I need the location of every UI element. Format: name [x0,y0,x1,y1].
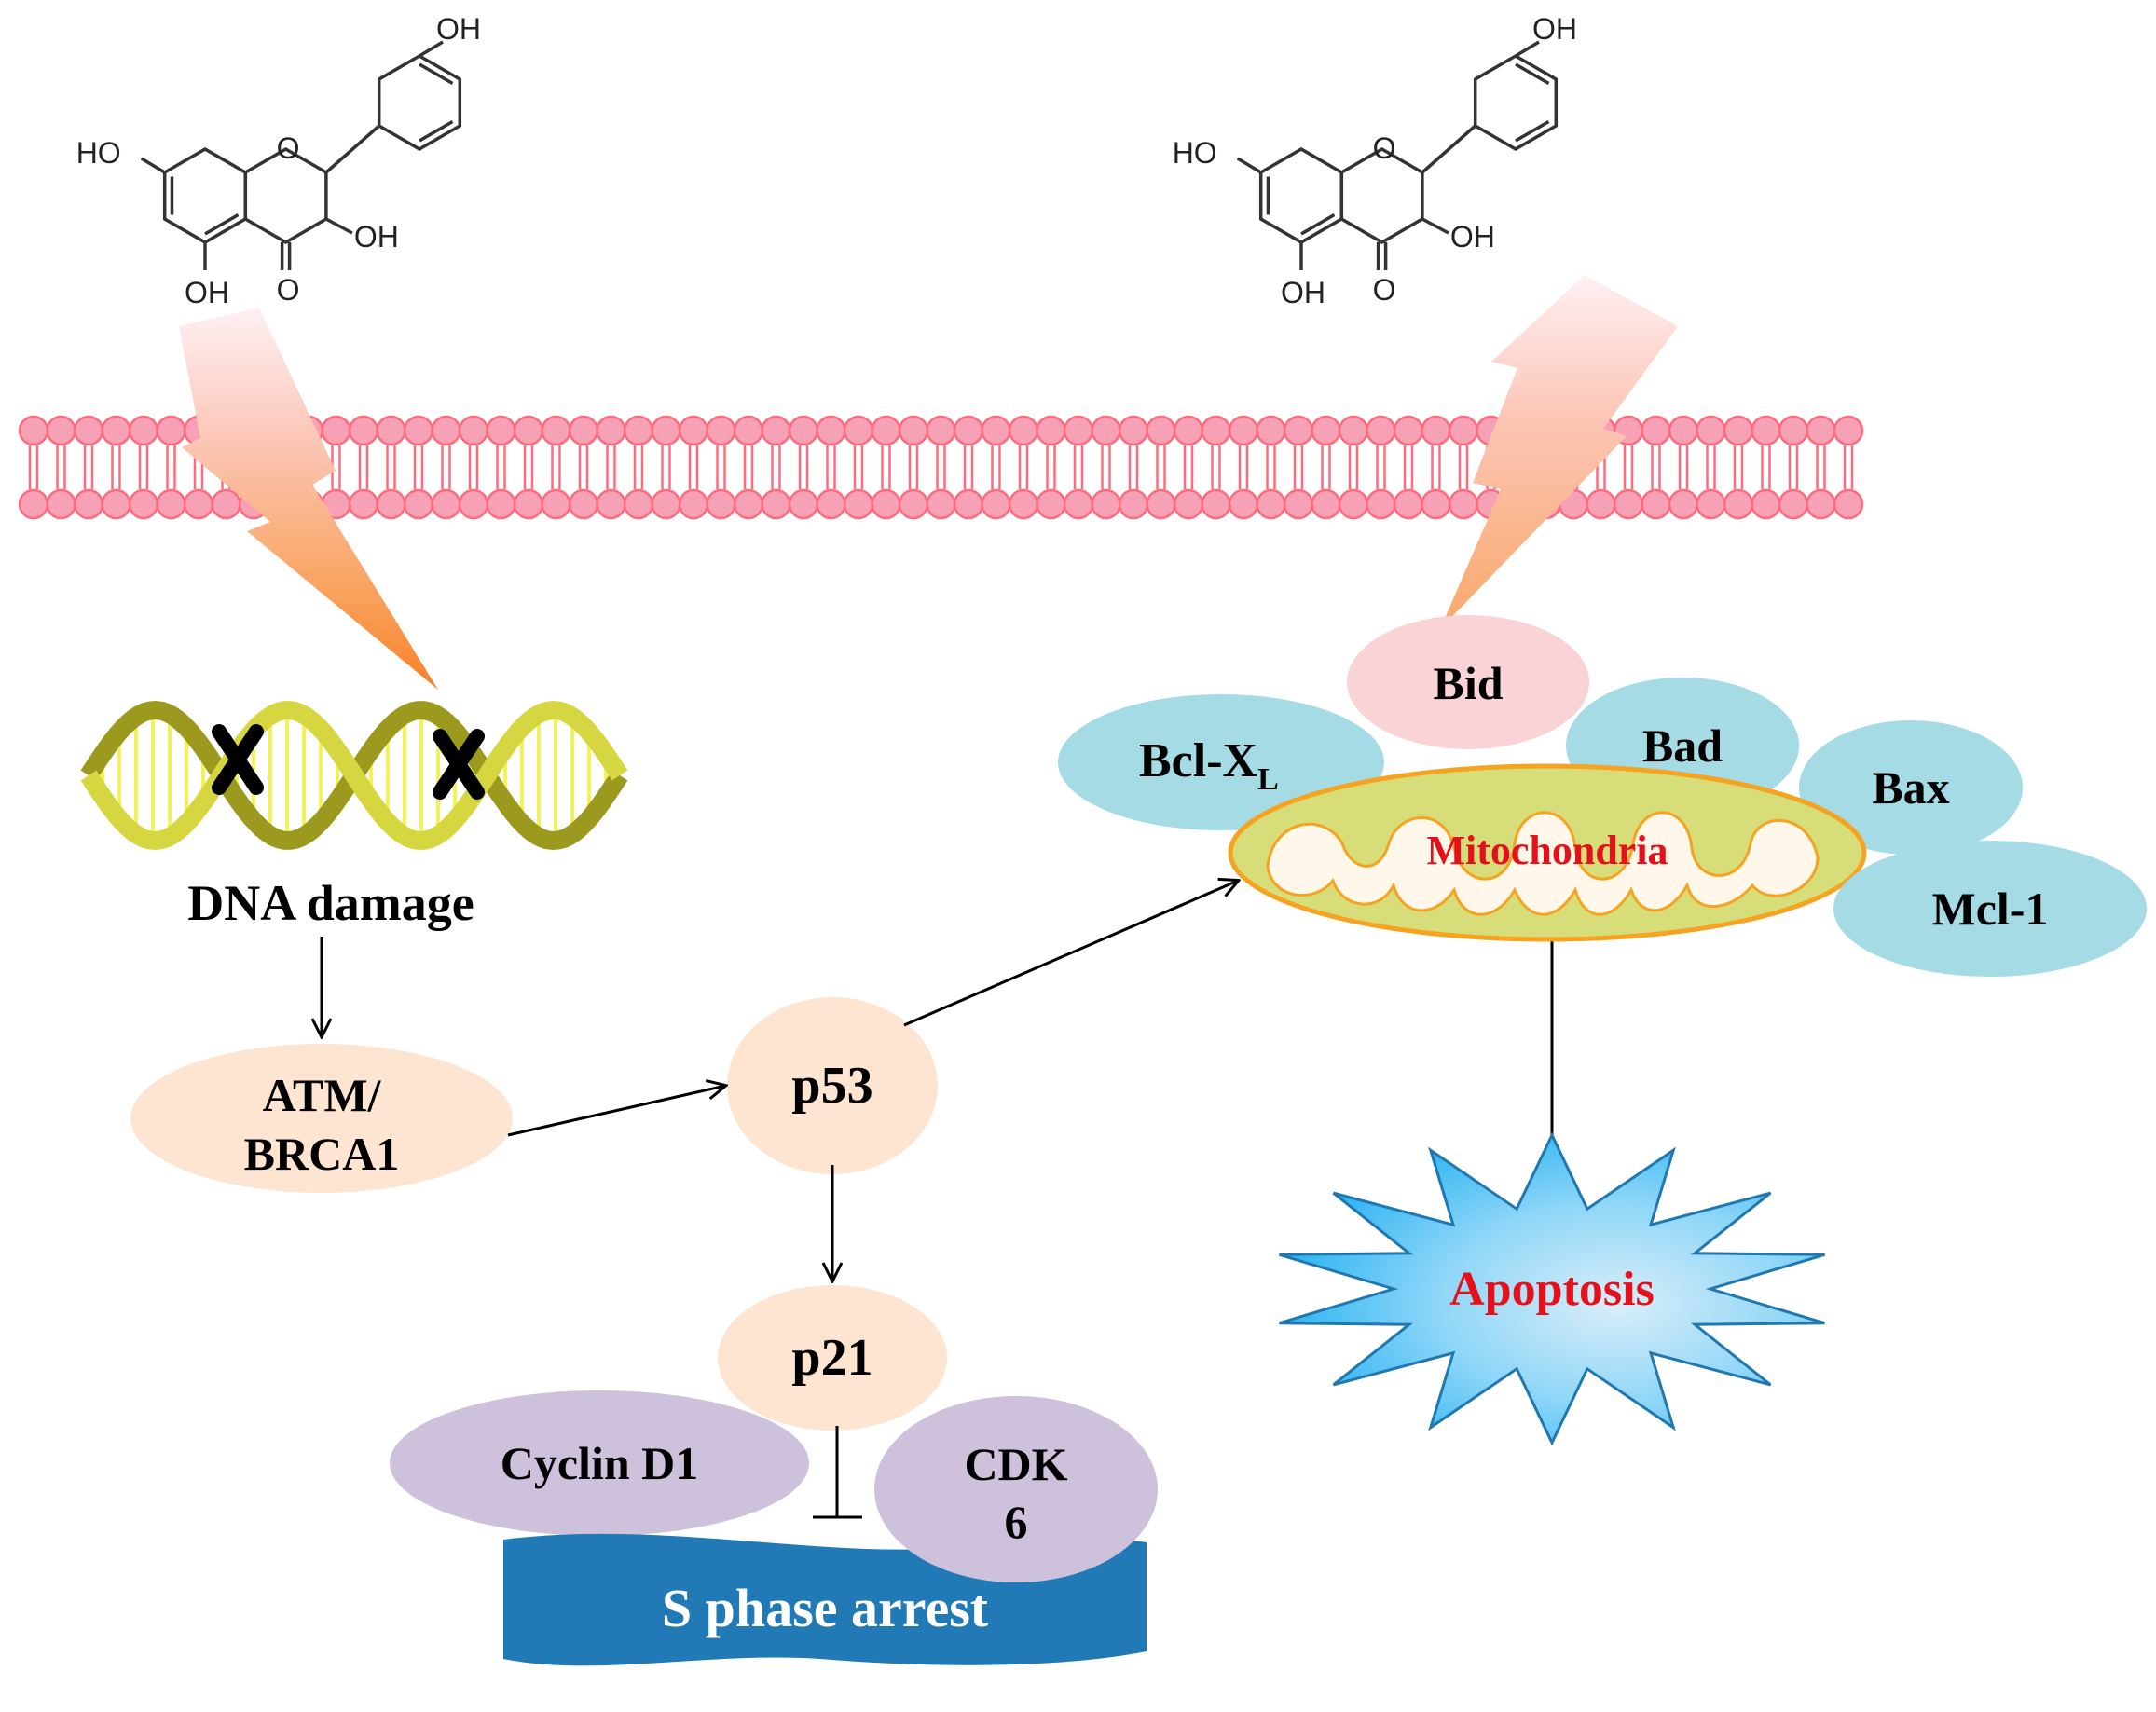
p21-node [718,1285,947,1431]
apoptosis-label: Apoptosis [1449,1263,1655,1316]
apoptosis-starburst [1279,1131,1825,1446]
bad-label: Bad [1642,719,1723,772]
mitochondria-cristae [1266,811,1820,916]
bcl-xl-main: Bcl-X [1139,734,1257,788]
molecule-substituent-label: OH [1532,12,1577,46]
molecule-substituent-label: OH [1450,220,1495,253]
molecule-substituent-label: OH [436,12,481,46]
arrow-p53-to-mitochondria [903,881,1238,1027]
cdk6-node [874,1396,1158,1582]
p53-label: p53 [791,1057,872,1115]
brca1-label: BRCA1 [244,1128,400,1180]
mcl1-node [1833,841,2147,977]
molecule-substituent-label: OH [1281,276,1325,309]
molecule-substituent-label: HO [76,136,121,170]
cdk-label: CDK [964,1438,1067,1490]
p21-label: p21 [791,1329,872,1387]
molecule-substituent-label: O [1373,131,1396,165]
bid-node [1347,615,1589,749]
bax-node [1799,720,2023,855]
right-lightning-bolt [1440,275,1678,629]
cdk-six-label: 6 [1005,1496,1028,1548]
dna-helix-icon [80,700,628,851]
atm-label: ATM/ [263,1069,382,1121]
molecule-substituent-label: HO [1173,136,1217,170]
mcl1-label: Mcl-1 [1932,883,2049,935]
cyclin-d1-label: Cyclin D1 [501,1437,699,1489]
cyclin-d1-node [390,1390,809,1536]
dna-damage-x-icon [212,724,264,795]
s-phase-arrest-label: S phase arrest [662,1578,989,1638]
molecule-substituent-label: OH [185,276,229,309]
dna-damage-label: DNA damage [187,875,474,931]
molecule-substituent-label: O [1373,273,1396,307]
kaempferol-structure: OH HO OH OH O O [76,12,481,309]
mitochondria-organelle [1228,763,1867,942]
molecule-substituent-label: O [277,273,300,307]
molecule-substituent-label: OH [354,220,399,253]
bax-label: Bax [1872,761,1949,814]
mitochondria-label: Mitochondria [1426,828,1668,873]
p53-node [727,997,938,1174]
molecule-substituent-label: O [277,131,300,165]
kaempferol-structure: OH HO OH OH O O [1173,12,1577,309]
left-lightning-bolt [179,308,438,690]
bcl-xl-subscript: L [1257,762,1279,797]
bcl-xl-label: Bcl-XL [1139,734,1279,797]
arrow-atm-to-p53 [507,1086,725,1137]
atm-brca1-node [130,1044,513,1193]
bid-label: Bid [1433,657,1503,709]
dna-damage-x-icon [433,729,485,800]
kaempferol-molecules: OH HO OH OH O O OH HO OH OH O O [76,12,1577,309]
